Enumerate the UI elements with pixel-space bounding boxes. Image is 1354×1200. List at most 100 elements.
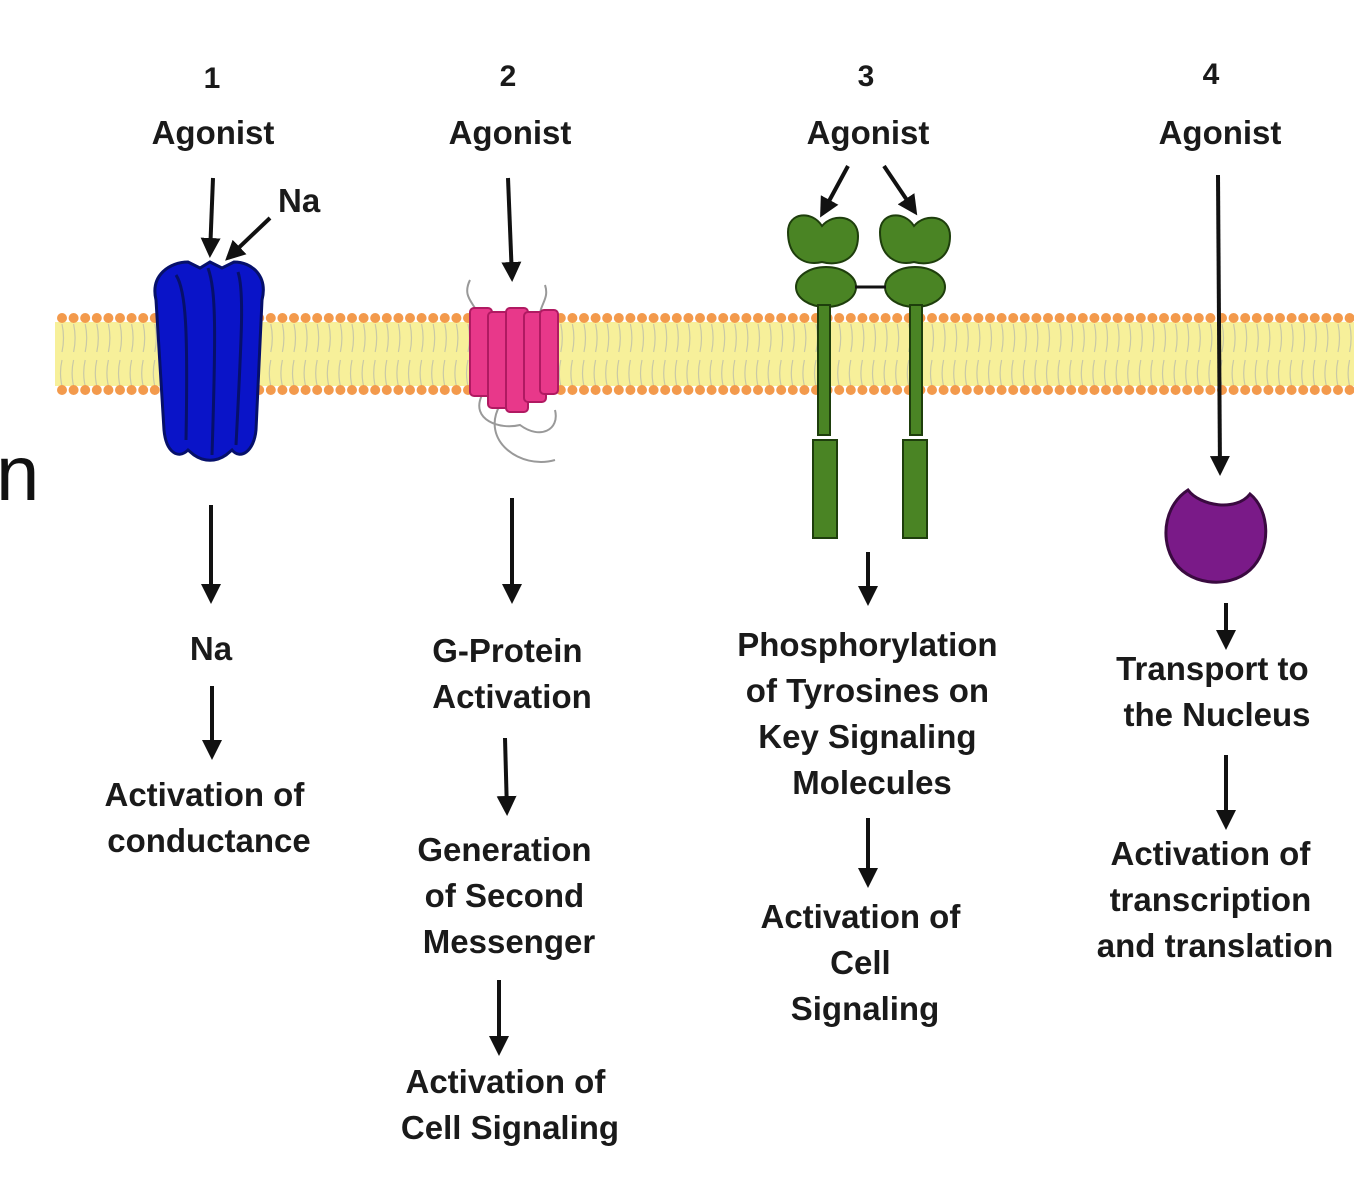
lipid-head: [1112, 313, 1123, 323]
lipid-head: [405, 385, 415, 395]
lipid-head: [613, 385, 624, 395]
lipid-tail: [860, 359, 863, 387]
lipid-head: [1170, 313, 1181, 323]
step-label-second-messenger: Generation of Second Messenger: [417, 831, 600, 960]
lipid-head: [660, 313, 671, 323]
lipid-head: [602, 385, 613, 395]
lipid-tail: [734, 323, 737, 353]
lipid-tail: [606, 323, 610, 353]
lipid-tail: [1001, 323, 1004, 353]
lipid-head: [1147, 313, 1158, 323]
gpcr-receptor: [466, 177, 559, 463]
lipid-tail: [802, 359, 805, 387]
lipid-head: [323, 313, 334, 323]
lipid-head: [1101, 385, 1111, 395]
lipid-tail: [732, 359, 736, 387]
lipid-head: [776, 385, 787, 395]
lipid-head: [706, 385, 717, 395]
lipid-head: [300, 385, 311, 395]
lipid-head: [416, 385, 427, 395]
lipid-tail: [570, 359, 573, 387]
lipid-head: [764, 385, 775, 395]
lipid-tail: [328, 323, 331, 353]
lipid-head: [683, 385, 694, 395]
column-3-steps: Phosphorylation of Tyrosines on Key Sign…: [737, 626, 997, 1027]
lipid-tail: [687, 323, 691, 353]
lipid-tail: [873, 323, 877, 353]
lipid-tail: [280, 359, 283, 387]
lipid-tail: [455, 323, 459, 353]
lipid-head: [300, 313, 311, 323]
lipid-head: [1077, 385, 1088, 395]
column-4-steps: Transport to the Nucleus Activation of t…: [1097, 650, 1334, 964]
lipid-tail: [1057, 359, 1061, 387]
lipid-head: [799, 313, 810, 323]
lipid-tail: [373, 359, 376, 387]
flow-arrows: [201, 498, 1236, 1056]
lipid-head: [149, 385, 160, 395]
step-label-cell-signaling: Activation of Cell Signaling: [760, 898, 969, 1027]
lipid-head: [753, 313, 763, 323]
lipid-head: [938, 313, 949, 323]
lipid-head: [1193, 385, 1204, 395]
lipid-head: [613, 313, 624, 323]
column-4-header: 4 Agonist: [1159, 58, 1282, 151]
nuclear-receptor: [1164, 174, 1268, 584]
lipid-head: [323, 385, 334, 395]
lipid-head: [845, 313, 856, 323]
lipid-tail: [1231, 359, 1235, 387]
lipid-tail: [419, 359, 423, 387]
ion-channel-icon: [153, 260, 265, 462]
lipid-tail: [397, 323, 401, 353]
lipid-tail: [142, 323, 146, 353]
lipid-tail: [1266, 359, 1269, 387]
lipid-head: [1298, 313, 1309, 323]
lipid-tail: [711, 323, 714, 353]
lipid-tail: [303, 359, 307, 387]
lipid-head: [1240, 385, 1251, 395]
lipid-head: [695, 385, 705, 395]
lipid-tail: [1302, 323, 1306, 353]
lipid-tail: [790, 359, 794, 387]
lipid-tail: [384, 359, 388, 387]
lipid-head: [590, 385, 601, 395]
tyrosine-kinase-receptor: [786, 164, 952, 539]
lipid-tail: [1047, 323, 1051, 353]
lipid-head: [1135, 313, 1146, 323]
lipid-tail: [442, 359, 446, 387]
lipid-head: [625, 313, 636, 323]
lipid-tail: [966, 323, 969, 353]
lipid-tail: [1233, 323, 1236, 353]
lipid-head: [1159, 385, 1169, 395]
lipid-tail: [1082, 323, 1085, 353]
lipid-tail: [616, 359, 620, 387]
lipid-head: [799, 385, 810, 395]
lipid-tail: [268, 359, 272, 387]
lipid-tail: [338, 359, 341, 387]
lipid-tail: [71, 359, 75, 387]
lipid-tail: [1011, 359, 1014, 387]
lipid-tail: [432, 323, 436, 353]
agonist-arrow-right: [882, 164, 918, 216]
lipid-tail: [977, 323, 981, 353]
lipid-head: [660, 385, 671, 395]
lipid-head: [927, 385, 937, 395]
step-label-g-protein: G-Protein Activation: [432, 632, 592, 715]
lipid-tail: [686, 359, 689, 387]
lipid-tail: [154, 323, 157, 353]
lipid-tail: [651, 359, 655, 387]
agonist-arrow-left: [820, 165, 850, 218]
lipid-head: [625, 385, 636, 395]
lipid-head: [1228, 385, 1239, 395]
lipid-head: [57, 385, 67, 395]
column-1-header: 1 Agonist: [152, 62, 275, 151]
ion-channel-receptor: Na: [153, 177, 321, 462]
lipid-tail: [141, 359, 144, 387]
gpcr-loops: [466, 279, 557, 463]
lipid-tail: [593, 359, 597, 387]
lipid-head: [393, 313, 404, 323]
lipid-head: [892, 385, 903, 395]
lipid-head: [91, 385, 102, 395]
lipid-head: [1321, 313, 1332, 323]
lipid-head: [1182, 313, 1193, 323]
